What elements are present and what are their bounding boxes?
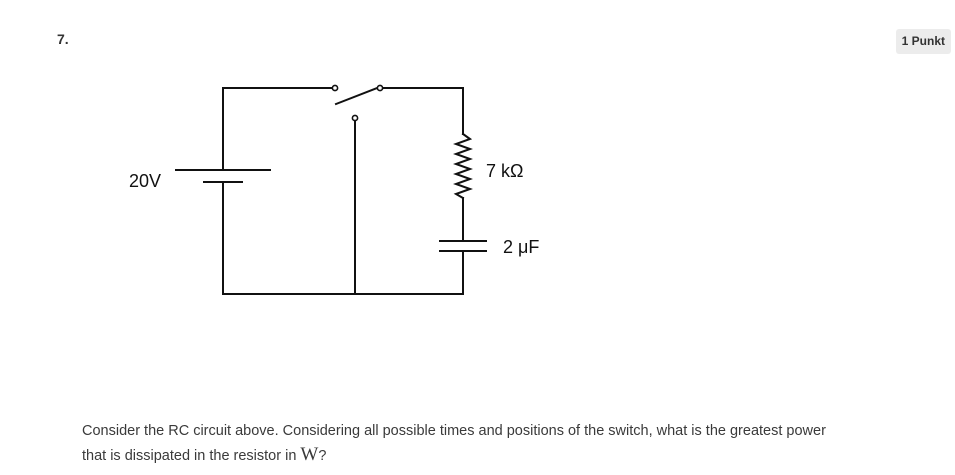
switch-contact-right [376, 84, 384, 92]
switch-contact-left [331, 84, 339, 92]
points-badge: 1 Punkt [895, 29, 951, 54]
capacitor-label: 2 μF [503, 237, 539, 257]
question-body: Consider the RC circuit above. Consideri… [82, 423, 826, 464]
question-number: 7. [57, 31, 69, 47]
battery-label: 20V [129, 171, 161, 191]
question-end-mark: ? [318, 448, 327, 464]
switch-contact-lower [351, 114, 359, 122]
switch-blade [334, 86, 379, 106]
circuit-diagram: 20V 7 kΩ 2 μF [129, 84, 539, 295]
question-text: Consider the RC circuit above. Consideri… [82, 419, 842, 468]
resistor-zigzag [453, 132, 473, 200]
resistor-label: 7 kΩ [486, 161, 523, 181]
unit-symbol: W [300, 444, 319, 465]
